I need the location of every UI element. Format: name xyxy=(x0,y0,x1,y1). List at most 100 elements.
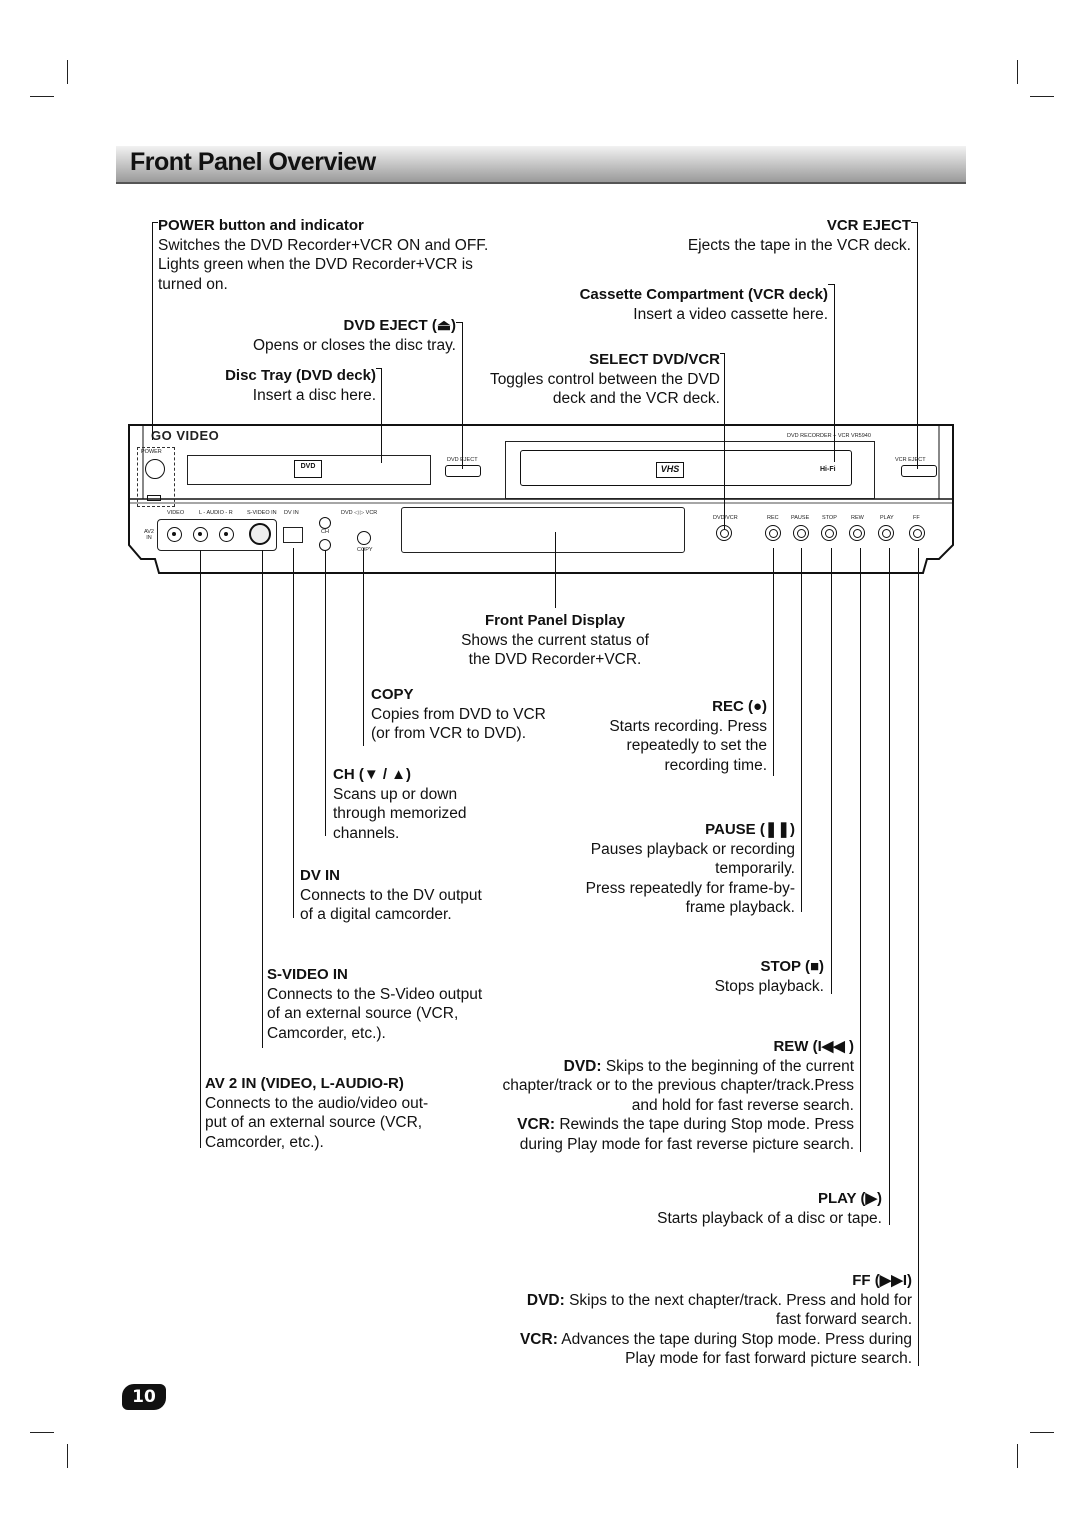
callout-text: Insert a disc here. xyxy=(252,386,376,404)
dvd-prefix: DVD: xyxy=(526,1291,565,1309)
leader-line xyxy=(801,548,802,912)
dvd-vcr-switch-label: DVD ◁ ▷ VCR xyxy=(341,510,378,516)
copy-label: COPY xyxy=(357,547,373,553)
callout-heading: Disc Tray (DVD deck) xyxy=(225,367,376,384)
video-jack[interactable] xyxy=(167,527,182,542)
callout-text: Shows the current status of the DVD Reco… xyxy=(461,631,649,669)
front-panel-display xyxy=(401,507,685,553)
callout-text: Stops playback. xyxy=(714,977,824,995)
disc-tray[interactable]: DVD xyxy=(187,455,431,485)
dvd-eject-button[interactable] xyxy=(445,465,481,477)
svideo-jack[interactable] xyxy=(249,523,271,545)
device-outline xyxy=(128,424,954,574)
callout-heading: DVD EJECT (⏏) xyxy=(343,317,456,334)
callout-heading: FF (▶▶I) xyxy=(852,1272,912,1289)
callout-text: Toggles control between the DVD deck and… xyxy=(489,370,720,408)
select-dvd-vcr-button[interactable] xyxy=(716,525,732,541)
audio-right-jack[interactable] xyxy=(219,527,234,542)
callout-heading: Front Panel Display xyxy=(484,612,626,629)
dv-in-jack[interactable] xyxy=(283,527,303,543)
callout-ch: CH (▼ / ▲) Scans up or down through memo… xyxy=(333,765,533,843)
callout-text: Pauses playback or recording temporarily… xyxy=(585,840,795,917)
vcr-eject-label: VCR EJECT xyxy=(895,457,926,463)
callout-heading: STOP (■) xyxy=(760,958,824,975)
leader-line xyxy=(363,548,364,746)
ch-up-button[interactable] xyxy=(319,517,331,529)
callout-text: Opens or closes the disc tray. xyxy=(252,336,456,354)
cassette-door xyxy=(520,450,852,486)
crop-mark xyxy=(30,1432,54,1433)
callout-heading: AV 2 IN (VIDEO, L-AUDIO-R) xyxy=(205,1075,404,1092)
vcr-prefix: VCR: xyxy=(517,1116,556,1133)
leader-line xyxy=(462,322,463,469)
callout-text: Switches the DVD Recorder+VCR ON and OFF… xyxy=(158,236,489,293)
leader-line xyxy=(911,222,917,223)
callout-ff: FF (▶▶I) DVD: Skips to the next chapter/… xyxy=(480,1271,912,1369)
leader-line xyxy=(456,322,462,323)
leader-line xyxy=(200,550,201,1148)
callout-text: Connects to the audio/video out- put of … xyxy=(205,1094,429,1151)
pause-button[interactable] xyxy=(793,525,809,541)
callout-text: Starts playback of a disc or tape. xyxy=(657,1209,882,1227)
rew-button[interactable] xyxy=(849,525,865,541)
crop-mark xyxy=(30,96,54,97)
leader-line xyxy=(917,222,918,469)
rew-label: REW xyxy=(851,515,864,521)
vcr-eject-button[interactable] xyxy=(901,465,937,477)
callout-pause: PAUSE (❚❚) Pauses playback or recording … xyxy=(555,820,795,918)
leader-line xyxy=(293,548,294,918)
pause-label: PAUSE xyxy=(791,515,810,521)
leader-line xyxy=(381,368,382,463)
cassette-compartment[interactable]: VHS Hi-Fi xyxy=(505,441,875,499)
leader-line xyxy=(555,532,556,608)
section-title-bar: Front Panel Overview xyxy=(116,146,966,184)
leader-line xyxy=(831,548,832,994)
page-number: 10 xyxy=(132,1387,156,1407)
dvd-logo: DVD xyxy=(294,460,322,478)
callout-text: Starts recording. Press repeatedly to se… xyxy=(609,717,767,774)
power-label: POWER xyxy=(141,449,162,455)
callout-disc-tray: Disc Tray (DVD deck) Insert a disc here. xyxy=(160,366,376,405)
callout-power: POWER button and indicator Switches the … xyxy=(158,216,538,294)
page-title: Front Panel Overview xyxy=(130,148,376,176)
audio-jack-label: L - AUDIO - R xyxy=(199,510,233,516)
power-indicator xyxy=(147,495,161,501)
callout-select-dvd-vcr: SELECT DVD/VCR Toggles control between t… xyxy=(440,350,720,409)
copy-button[interactable] xyxy=(357,531,371,545)
callout-s-video-in: S-VIDEO IN Connects to the S-Video outpu… xyxy=(267,965,517,1043)
stop-label: STOP xyxy=(822,515,837,521)
crop-mark xyxy=(1017,60,1018,84)
audio-left-jack[interactable] xyxy=(193,527,208,542)
callout-heading: PAUSE (❚❚) xyxy=(705,821,795,838)
crop-mark xyxy=(67,60,68,84)
callout-text: Skips to the next chapter/track. Press a… xyxy=(569,1291,912,1329)
callout-text: Insert a video cassette here. xyxy=(633,305,828,323)
av2-label: AV2 IN xyxy=(144,529,154,541)
svideo-jack-label: S-VIDEO IN xyxy=(247,510,277,516)
rec-button[interactable] xyxy=(765,525,781,541)
callout-text: Connects to the DV output of a digital c… xyxy=(300,886,482,924)
callout-heading: POWER button and indicator xyxy=(158,217,364,234)
video-jack-label: VIDEO xyxy=(167,510,185,516)
play-label: PLAY xyxy=(880,515,894,521)
callout-heading: DV IN xyxy=(300,867,341,884)
power-callout-box xyxy=(137,447,175,507)
stop-button[interactable] xyxy=(821,525,837,541)
callout-copy: COPY Copies from DVD to VCR (or from VCR… xyxy=(371,685,571,744)
leader-line xyxy=(773,548,774,776)
ff-label: FF xyxy=(913,515,920,521)
leader-line xyxy=(376,368,382,369)
leader-line xyxy=(860,548,861,1152)
vcr-prefix: VCR: xyxy=(519,1330,558,1348)
crop-mark xyxy=(67,1444,68,1468)
play-button[interactable] xyxy=(878,525,894,541)
leader-line xyxy=(720,353,725,354)
power-button[interactable] xyxy=(145,459,165,479)
leader-line xyxy=(889,548,890,1225)
model-label: DVD RECORDER + VCR VR5940 xyxy=(787,433,871,439)
dvd-prefix: DVD: xyxy=(563,1057,602,1075)
rec-label: REC xyxy=(767,515,779,521)
leader-line xyxy=(152,222,153,440)
callout-text: Skips to the beginning of the current ch… xyxy=(502,1057,855,1114)
ff-button[interactable] xyxy=(909,525,925,541)
